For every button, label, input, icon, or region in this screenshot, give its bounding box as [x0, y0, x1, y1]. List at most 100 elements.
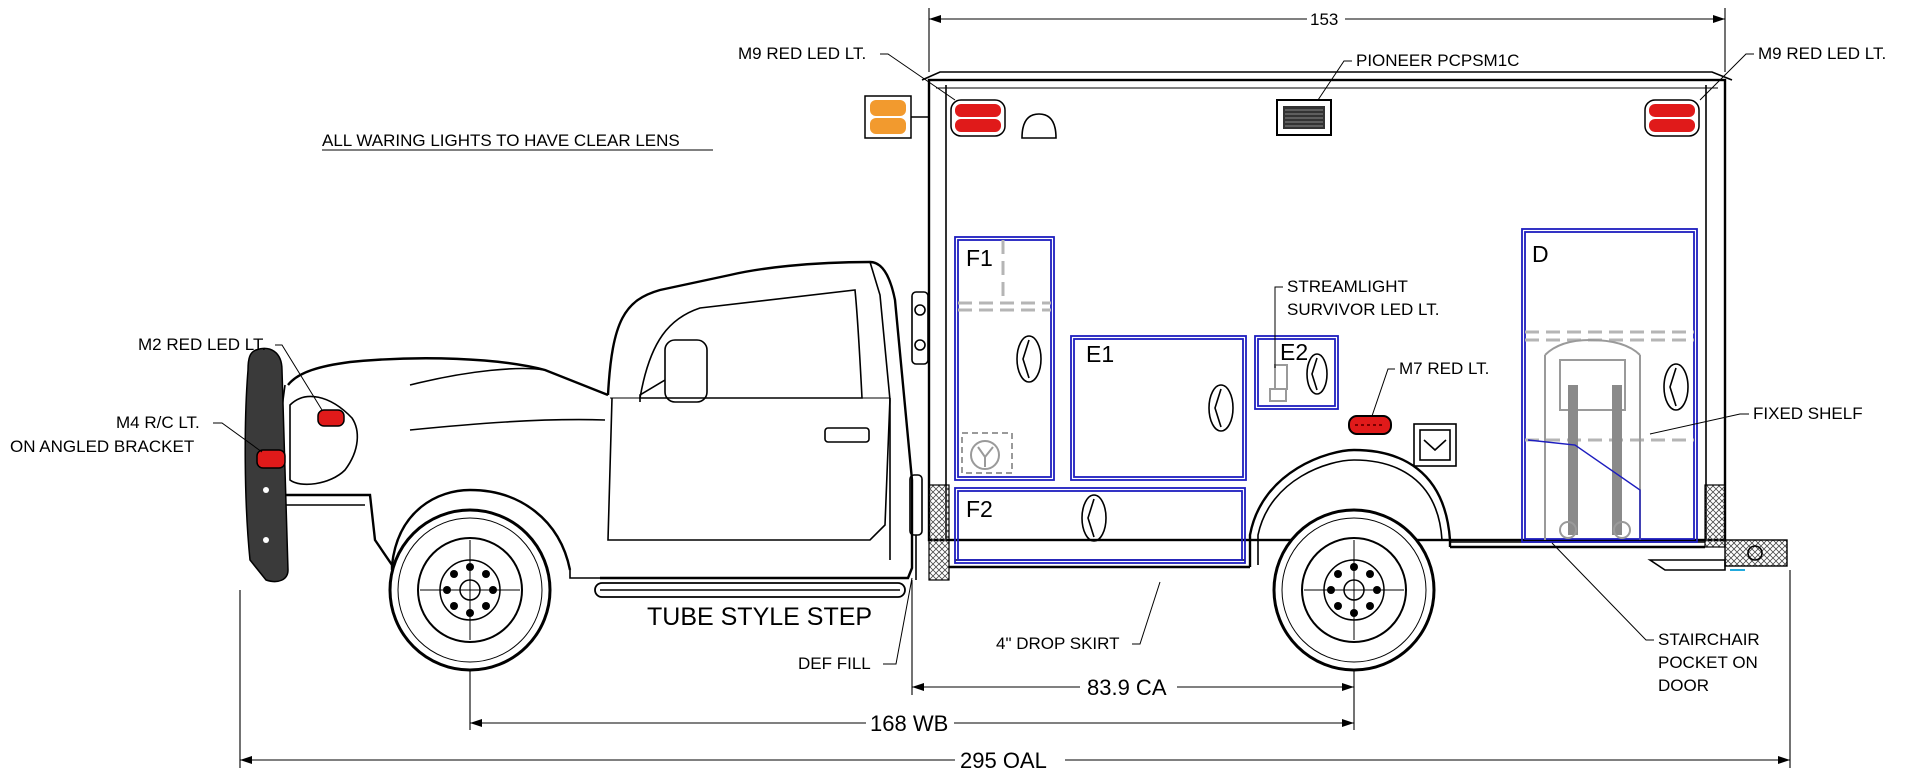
callout-m2: M2 RED LED LT.: [138, 335, 266, 354]
m7-red-light: [1348, 415, 1392, 435]
callout-m9-right-leader: [1699, 53, 1754, 101]
rear-wheel: [1272, 508, 1436, 672]
compartment-d-door: [1521, 228, 1698, 543]
stairchair: [1527, 338, 1641, 540]
compartment-e2-door-inner: [1257, 338, 1336, 407]
body-vent-icon: [1413, 423, 1457, 467]
compartment-f1-door-inner: [957, 239, 1052, 478]
front-bumper: [280, 493, 394, 570]
dome-clearance-light: [1021, 113, 1057, 139]
callout-fixed-shelf: FIXED SHELF: [1753, 404, 1863, 423]
dim-153-label: 153: [1310, 10, 1338, 29]
callout-m4-line1: M4 R/C LT.: [116, 413, 200, 432]
rear-corner-diamond-plate: [1704, 484, 1726, 548]
tube-style-step: [594, 582, 906, 598]
rear-hitch-receiver: [1747, 545, 1763, 561]
compartment-e2-label: E2: [1280, 339, 1308, 365]
f1-scba-bracket: [961, 432, 1013, 474]
headlight-housing: [289, 395, 359, 486]
dim-wb-label: 168 WB: [870, 711, 948, 736]
callout-m4-leader: [213, 422, 263, 453]
dim-oal-arrow-left: [240, 756, 252, 764]
compartment-f2-door-inner: [957, 490, 1243, 561]
dim-oal-arrow-right: [1778, 756, 1790, 764]
m4-rc-light: [256, 449, 286, 469]
m9-red-led-right-light: [1644, 99, 1700, 137]
dim-wb-arrow-left: [470, 719, 482, 727]
rear-wheel-well-inner: [1257, 459, 1443, 565]
callout-tube-style-step: TUBE STYLE STEP: [647, 603, 872, 631]
e1-handle-icon: [1208, 384, 1234, 432]
side-mirror: [664, 339, 708, 403]
cab-rear-lights: [911, 291, 929, 365]
compartment-d-label: D: [1532, 241, 1549, 267]
door-handles: [1016, 335, 1689, 542]
compartment-f2-label: F2: [966, 496, 993, 522]
rear-wheel-well-arch: [1248, 448, 1452, 567]
compartments: F1 F2 E1 E2 D: [954, 228, 1698, 564]
cab-window: [639, 289, 863, 399]
callout-pioneer: PIONEER PCPSM1C: [1356, 51, 1519, 70]
callout-stairchair-line3: DOOR: [1658, 676, 1709, 695]
f2-handle-icon: [1081, 494, 1107, 542]
pioneer-scene-light: [1276, 99, 1332, 136]
e2-handle-icon: [1306, 353, 1328, 395]
callout-stairchair-line2: POCKET ON: [1658, 653, 1758, 672]
front-wheel: [388, 508, 552, 672]
dim-ca-arrow-left: [912, 683, 924, 691]
callout-drop-skirt: 4" DROP SKIRT: [996, 634, 1120, 653]
dim-153-arrow-left: [929, 15, 941, 23]
streamlight-flashlight: [1269, 364, 1288, 402]
cab-door: [607, 397, 891, 541]
compartment-f2-door: [954, 487, 1246, 564]
compartment-e1-label: E1: [1086, 341, 1114, 367]
dim-ca-label: 83.9 CA: [1087, 675, 1167, 700]
cab-b-pillar: [869, 261, 891, 401]
warning-lights-note: ALL WARING LIGHTS TO HAVE CLEAR LENS: [322, 131, 680, 150]
callout-m9-left: M9 RED LED LT.: [738, 44, 866, 63]
front-corner-diamond-plate: [928, 484, 950, 581]
side-mirror-arm: [639, 379, 666, 402]
callouts: M9 RED LED LT. PIONEER PCPSM1C M9 RED LE…: [10, 44, 1886, 695]
compartment-d-door-inner: [1524, 231, 1695, 540]
f1-handle-icon: [1016, 335, 1042, 383]
callout-m7-leader: [1371, 368, 1395, 417]
dim-ca-arrow-right: [1342, 683, 1354, 691]
callout-streamlight-line2: SURVIVOR LED LT.: [1287, 300, 1439, 319]
rocker-panel: [569, 570, 600, 579]
callout-fixed-shelf-leader: [1649, 413, 1749, 435]
door-handle: [824, 427, 870, 443]
m9-red-led-left-light: [950, 99, 1006, 137]
callout-drop-skirt-leader: [1132, 581, 1161, 645]
dim-153-arrow-right: [1713, 15, 1725, 23]
cab-outline: [600, 260, 914, 580]
dim-oal-label: 295 OAL: [960, 748, 1047, 770]
compartment-e2-door: [1254, 335, 1339, 410]
dimensions: 153 83.9 CA 168 WB 295 OAL: [239, 8, 1791, 770]
callout-m9-right: M9 RED LED LT.: [1758, 44, 1886, 63]
truck-chassis-cab: [278, 260, 929, 580]
front-wheel-arch: [390, 488, 572, 571]
callout-def-fill: DEF FILL: [798, 654, 871, 673]
cab-rear-light-top: [914, 304, 926, 316]
body-roof-cap: [921, 71, 1733, 81]
d-handle-icon: [1663, 363, 1689, 411]
cab-rear-light-bottom: [914, 339, 926, 351]
m2-red-led-light: [317, 409, 345, 427]
callout-pioneer-leader: [1317, 60, 1352, 101]
callout-stairchair-line1: STAIRCHAIR: [1658, 630, 1760, 649]
front-amber-marker-light: [864, 95, 929, 139]
rear-step-bumper: [1724, 539, 1788, 567]
compartment-f1-door: [954, 236, 1055, 481]
callout-def-fill-leader: [883, 577, 913, 665]
rear-step-bracket: [1647, 559, 1726, 571]
callout-stairchair-leader: [1551, 542, 1654, 641]
callout-m2-leader: [275, 344, 323, 411]
hood-top: [287, 357, 609, 397]
body-crease-line: [409, 418, 606, 431]
compartment-e1-door: [1070, 335, 1247, 481]
callout-m9-left-leader: [880, 53, 956, 101]
callout-m7: M7 RED LT.: [1399, 359, 1489, 378]
compartment-f1-label: F1: [966, 245, 993, 271]
